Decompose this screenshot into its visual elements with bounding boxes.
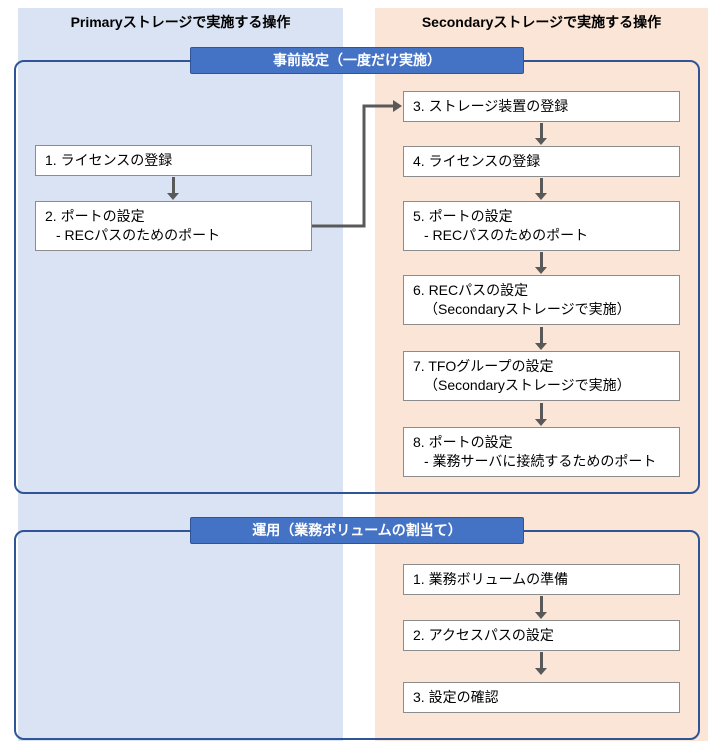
primary-column-background <box>18 8 343 741</box>
step-box-primary-1: 1. ライセンスの登録 <box>35 145 312 176</box>
flow-arrow-down <box>167 177 180 200</box>
step-box-operation-1: 1. 業務ボリュームの準備 <box>403 564 680 595</box>
step-box-operation-2: 2. アクセスパスの設定 <box>403 620 680 651</box>
step-label: 7. TFOグループの設定 <box>413 358 554 374</box>
step-sublabel: - 業務サーバに接続するためのポート <box>424 453 657 469</box>
operation-section-title-badge: 運用（業務ボリュームの割当て） <box>190 517 524 544</box>
step-sublabel: - RECパスのためのポート <box>56 227 221 243</box>
step-label: 4. ライセンスの登録 <box>413 153 541 169</box>
step-box-secondary-6: 6. RECパスの設定 （Secondaryストレージで実施） <box>403 275 680 325</box>
flow-arrow-down <box>535 652 548 675</box>
step-box-secondary-7: 7. TFOグループの設定 （Secondaryストレージで実施） <box>403 351 680 401</box>
step-label: 1. 業務ボリュームの準備 <box>413 571 569 587</box>
flow-arrow-down <box>535 252 548 274</box>
flow-arrow-down <box>535 596 548 619</box>
step-label: 3. 設定の確認 <box>413 689 499 705</box>
step-box-secondary-3: 3. ストレージ装置の登録 <box>403 91 680 122</box>
step-box-operation-3: 3. 設定の確認 <box>403 682 680 713</box>
primary-column-header: Primaryストレージで実施する操作 <box>70 14 291 30</box>
step-label: 8. ポートの設定 <box>413 434 513 450</box>
setup-section-title-badge: 事前設定（一度だけ実施） <box>190 47 524 74</box>
step-sublabel: （Secondaryストレージで実施） <box>424 377 631 393</box>
step-box-primary-2: 2. ポートの設定 - RECパスのためのポート <box>35 201 312 251</box>
step-label: 1. ライセンスの登録 <box>45 152 173 168</box>
step-label: 3. ストレージ装置の登録 <box>413 98 569 114</box>
step-label: 2. アクセスパスの設定 <box>413 627 554 643</box>
step-label: 6. RECパスの設定 <box>413 282 529 298</box>
step-box-secondary-4: 4. ライセンスの登録 <box>403 146 680 177</box>
step-label: 2. ポートの設定 <box>45 208 145 224</box>
secondary-column-header: Secondaryストレージで実施する操作 <box>421 14 662 30</box>
step-sublabel: （Secondaryストレージで実施） <box>424 301 631 317</box>
step-box-secondary-8: 8. ポートの設定 - 業務サーバに接続するためのポート <box>403 427 680 477</box>
step-label: 5. ポートの設定 <box>413 208 513 224</box>
flow-arrow-down <box>535 178 548 200</box>
flow-arrow-down <box>535 403 548 426</box>
flow-arrow-down <box>535 123 548 145</box>
step-sublabel: - RECパスのためのポート <box>424 227 589 243</box>
flow-arrow-down <box>535 327 548 350</box>
step-box-secondary-5: 5. ポートの設定 - RECパスのためのポート <box>403 201 680 251</box>
